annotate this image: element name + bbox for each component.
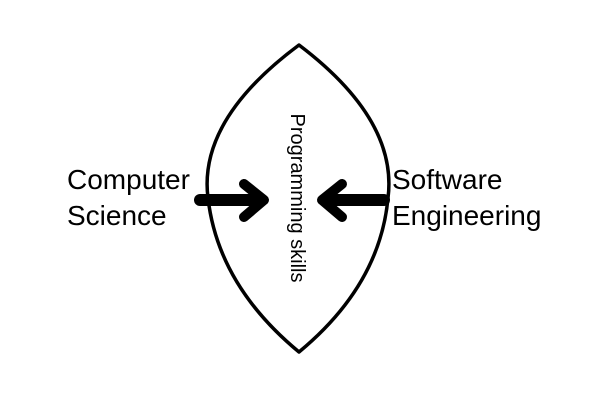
software-engineering-line-2: Engineering <box>392 200 542 231</box>
software-engineering-line-1: Software <box>392 164 503 195</box>
lens-shape <box>205 43 391 354</box>
right-arrow <box>317 179 390 222</box>
left-arrow <box>194 179 269 222</box>
computer-science-line-1: Computer <box>67 164 190 195</box>
computer-science-label: Computer Science <box>67 162 190 234</box>
software-engineering-label: Software Engineering <box>392 162 541 234</box>
computer-science-line-2: Science <box>67 200 167 231</box>
programming-skills-label: Programming skills <box>286 113 308 283</box>
